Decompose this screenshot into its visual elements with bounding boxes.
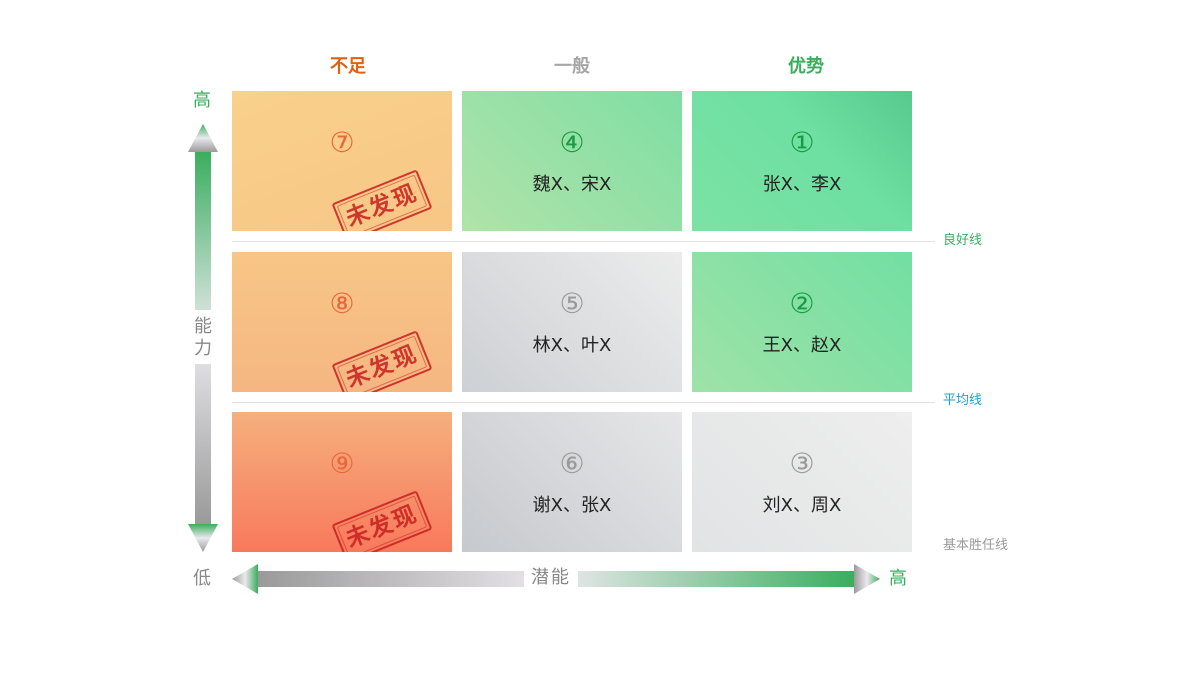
cell-number: ⑥ xyxy=(559,447,585,480)
good-line xyxy=(232,241,935,242)
cell-number: ① xyxy=(789,126,815,159)
cell-number: ⑦ xyxy=(329,126,355,159)
column-header-insufficient: 不足 xyxy=(330,56,366,77)
cell-names: 谢X、张X xyxy=(532,495,612,516)
not-found-stamp: 未发现 xyxy=(331,490,433,552)
grid-cell-2: ④ 魏X、宋X xyxy=(462,91,682,231)
cell-number: ⑤ xyxy=(559,287,585,320)
not-found-stamp: 未发现 xyxy=(331,330,433,392)
x-axis-high-label: 高 xyxy=(889,568,907,589)
grid-cell-4: ⑧ 未发现 xyxy=(232,252,452,392)
grid-cell-1: ⑦ 未发现 xyxy=(232,91,452,231)
grid-cell-3: ① 张X、李X xyxy=(692,91,912,231)
column-header-average: 一般 xyxy=(554,56,590,77)
cell-names: 林X、叶X xyxy=(532,335,612,356)
y-axis-label: 能力 xyxy=(194,316,212,359)
y-axis-high-label: 高 xyxy=(193,90,211,111)
x-axis-label-bg xyxy=(524,566,578,592)
grid-cell-7: ⑨ 未发现 xyxy=(232,412,452,552)
cell-number: ② xyxy=(789,287,815,320)
cell-names: 王X、赵X xyxy=(762,335,842,356)
grid-cell-9: ③ 刘X、周X xyxy=(692,412,912,552)
average-line xyxy=(232,402,935,403)
cell-number: ④ xyxy=(559,126,585,159)
y-axis-low-label: 低 xyxy=(193,568,211,589)
grid-cell-5: ⑤ 林X、叶X xyxy=(462,252,682,392)
grid-cell-8: ⑥ 谢X、张X xyxy=(462,412,682,552)
basic-competence-line-label: 基本胜任线 xyxy=(943,538,1009,553)
cell-number: ⑨ xyxy=(329,447,355,480)
cell-names: 刘X、周X xyxy=(762,495,842,516)
grid-cell-6: ② 王X、赵X xyxy=(692,252,912,392)
not-found-stamp: 未发现 xyxy=(331,169,433,231)
cell-number: ③ xyxy=(789,447,815,480)
cell-names: 魏X、宋X xyxy=(532,174,612,195)
x-axis-label: 潜能 xyxy=(531,567,571,588)
good-line-label: 良好线 xyxy=(943,233,983,248)
average-line-label: 平均线 xyxy=(943,393,983,408)
cell-number: ⑧ xyxy=(329,287,355,320)
y-axis-label-bg xyxy=(190,310,216,364)
column-header-advantage: 优势 xyxy=(788,56,824,77)
cell-names: 张X、李X xyxy=(762,174,842,195)
